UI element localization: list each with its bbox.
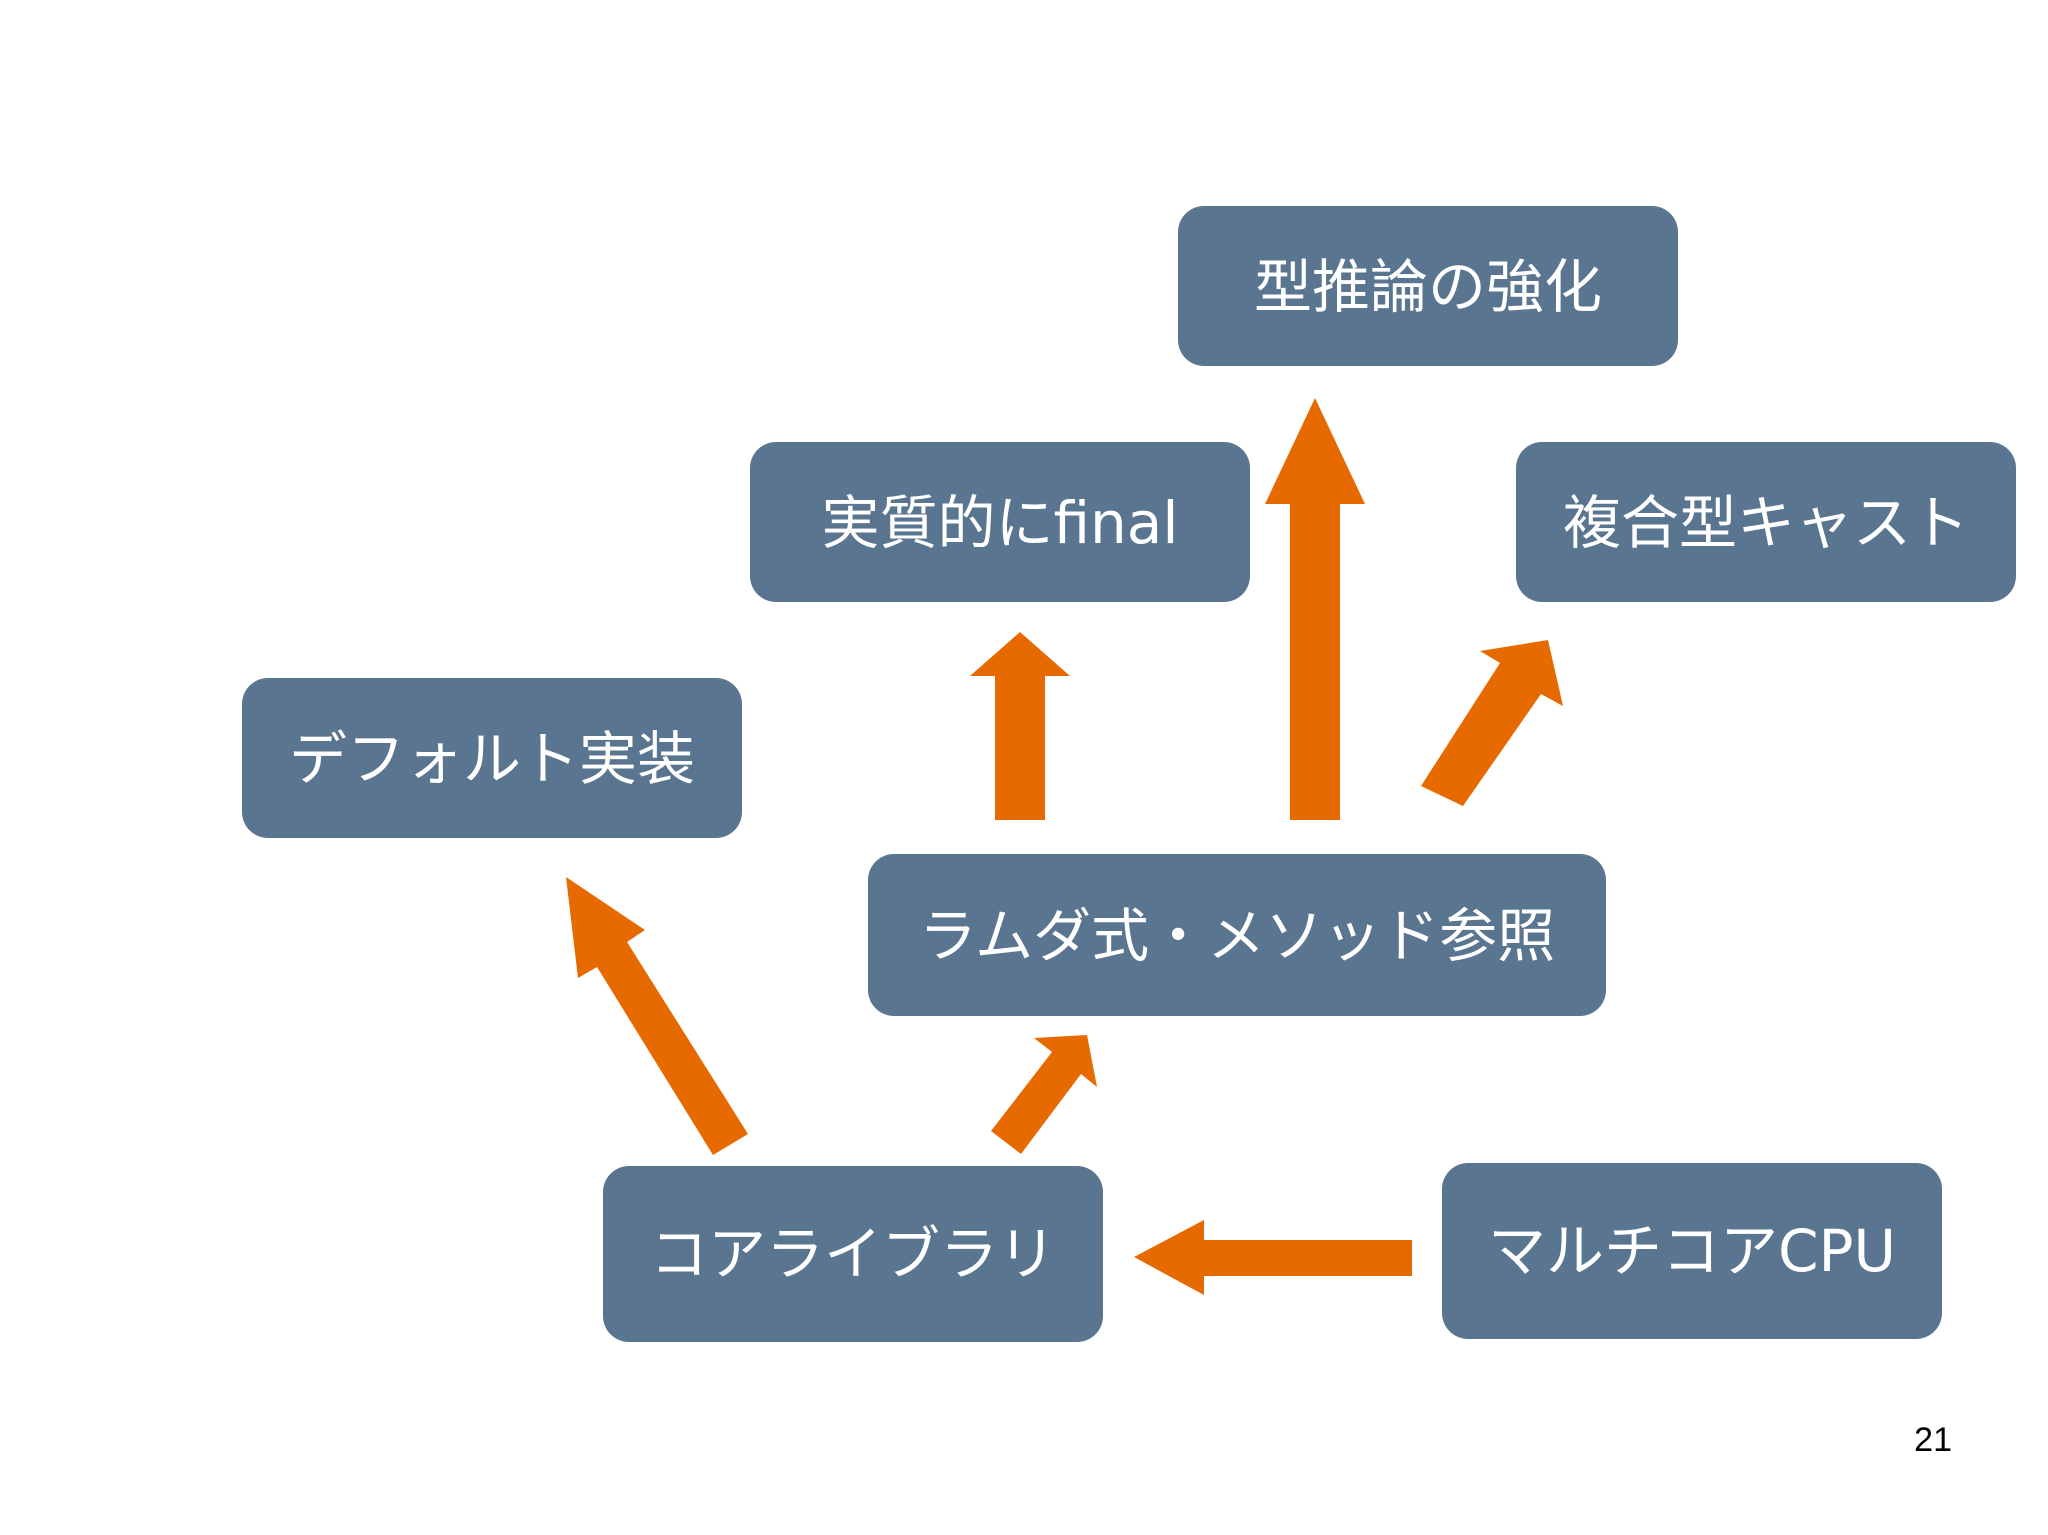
arrow-lambda-to-effectively-final [970,632,1070,820]
node-box [868,854,1606,1016]
arrow-core-library-to-lambda [991,1035,1097,1154]
arrows-layer [566,398,1563,1295]
page-number: 21 [1914,1421,1952,1459]
node-type-inference: 型推論の強化 [1178,206,1678,366]
node-default-impl: デフォルト実装 [242,678,742,838]
arrow-lambda-to-intersection-cast [1421,640,1563,806]
node-box [1178,206,1678,366]
node-label: デフォルト実装 [289,725,695,793]
arrow-multicore-to-core-library [1134,1220,1412,1295]
arrow-lambda-to-type-inference [1265,398,1365,820]
arrow-core-library-to-default-impl [566,877,748,1155]
node-label: 実質的にfinal [822,489,1179,557]
nodes-layer: 型推論の強化 実質的にfinal 複合型キャスト デフォルト実装 ラムダ式・メソ… [242,206,2016,1342]
node-box [603,1166,1103,1342]
node-effectively-final: 実質的にfinal [750,442,1250,602]
node-label: 型推論の強化 [1254,253,1602,321]
node-core-library: コアライブラリ [603,1166,1103,1342]
node-label: コアライブラリ [650,1220,1056,1288]
node-intersection-cast: 複合型キャスト [1516,442,2016,602]
node-lambda-method-ref: ラムダ式・メソッド参照 [868,854,1606,1016]
node-label: ラムダ式・メソッド参照 [919,902,1555,970]
node-label: 複合型キャスト [1563,489,1969,557]
node-label: マルチコアCPU [1488,1217,1896,1285]
node-box [242,678,742,838]
node-multicore-cpu: マルチコアCPU [1442,1163,1942,1339]
node-box [1442,1163,1942,1339]
node-box [750,442,1250,602]
node-box [1516,442,2016,602]
